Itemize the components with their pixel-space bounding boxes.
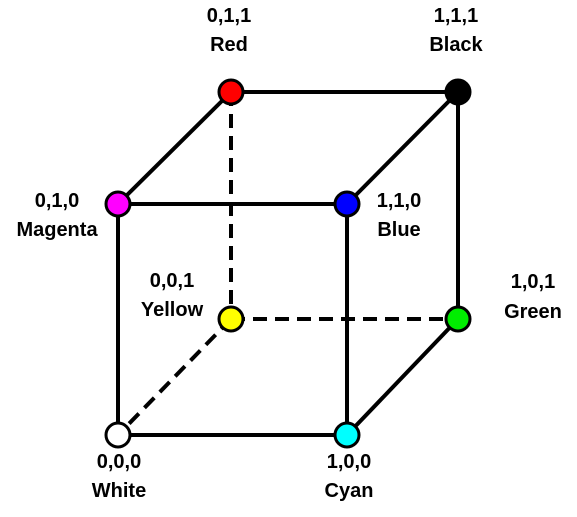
vertex-black xyxy=(444,78,472,106)
cube-edges xyxy=(116,90,460,437)
vertex-yellow xyxy=(217,305,245,333)
vertex-code-cyan: 1,0,0 xyxy=(327,451,371,473)
vertex-name-red: Red xyxy=(210,34,248,56)
edge-black-blue xyxy=(345,90,460,206)
vertex-code-red: 0,1,1 xyxy=(207,5,251,27)
edge-yellow-white-hidden xyxy=(116,317,233,437)
vertex-blue xyxy=(333,190,361,218)
vertex-magenta xyxy=(104,190,132,218)
vertex-code-white: 0,0,0 xyxy=(97,451,141,473)
cube-vertices xyxy=(104,78,472,449)
vertex-name-yellow: Yellow xyxy=(141,299,204,321)
vertex-red xyxy=(217,78,245,106)
vertex-name-white: White xyxy=(92,480,146,502)
vertex-code-black: 1,1,1 xyxy=(434,5,478,27)
edge-green-cyan xyxy=(345,317,460,437)
vertex-cyan xyxy=(333,421,361,449)
vertex-code-yellow: 0,0,1 xyxy=(150,270,194,292)
vertex-labels: 0,1,1 Red 1,1,1 Black 0,1,0 Magenta 1,1,… xyxy=(16,5,561,502)
vertex-white xyxy=(104,421,132,449)
vertex-green xyxy=(444,305,472,333)
vertex-name-blue: Blue xyxy=(377,219,420,241)
vertex-name-black: Black xyxy=(429,34,483,56)
vertex-code-magenta: 0,1,0 xyxy=(35,190,79,212)
vertex-code-blue: 1,1,0 xyxy=(377,190,421,212)
vertex-name-cyan: Cyan xyxy=(325,480,374,502)
vertex-name-magenta: Magenta xyxy=(16,219,98,241)
vertex-name-green: Green xyxy=(504,301,562,323)
vertex-code-green: 1,0,1 xyxy=(511,271,555,293)
edge-red-magenta xyxy=(116,90,233,206)
